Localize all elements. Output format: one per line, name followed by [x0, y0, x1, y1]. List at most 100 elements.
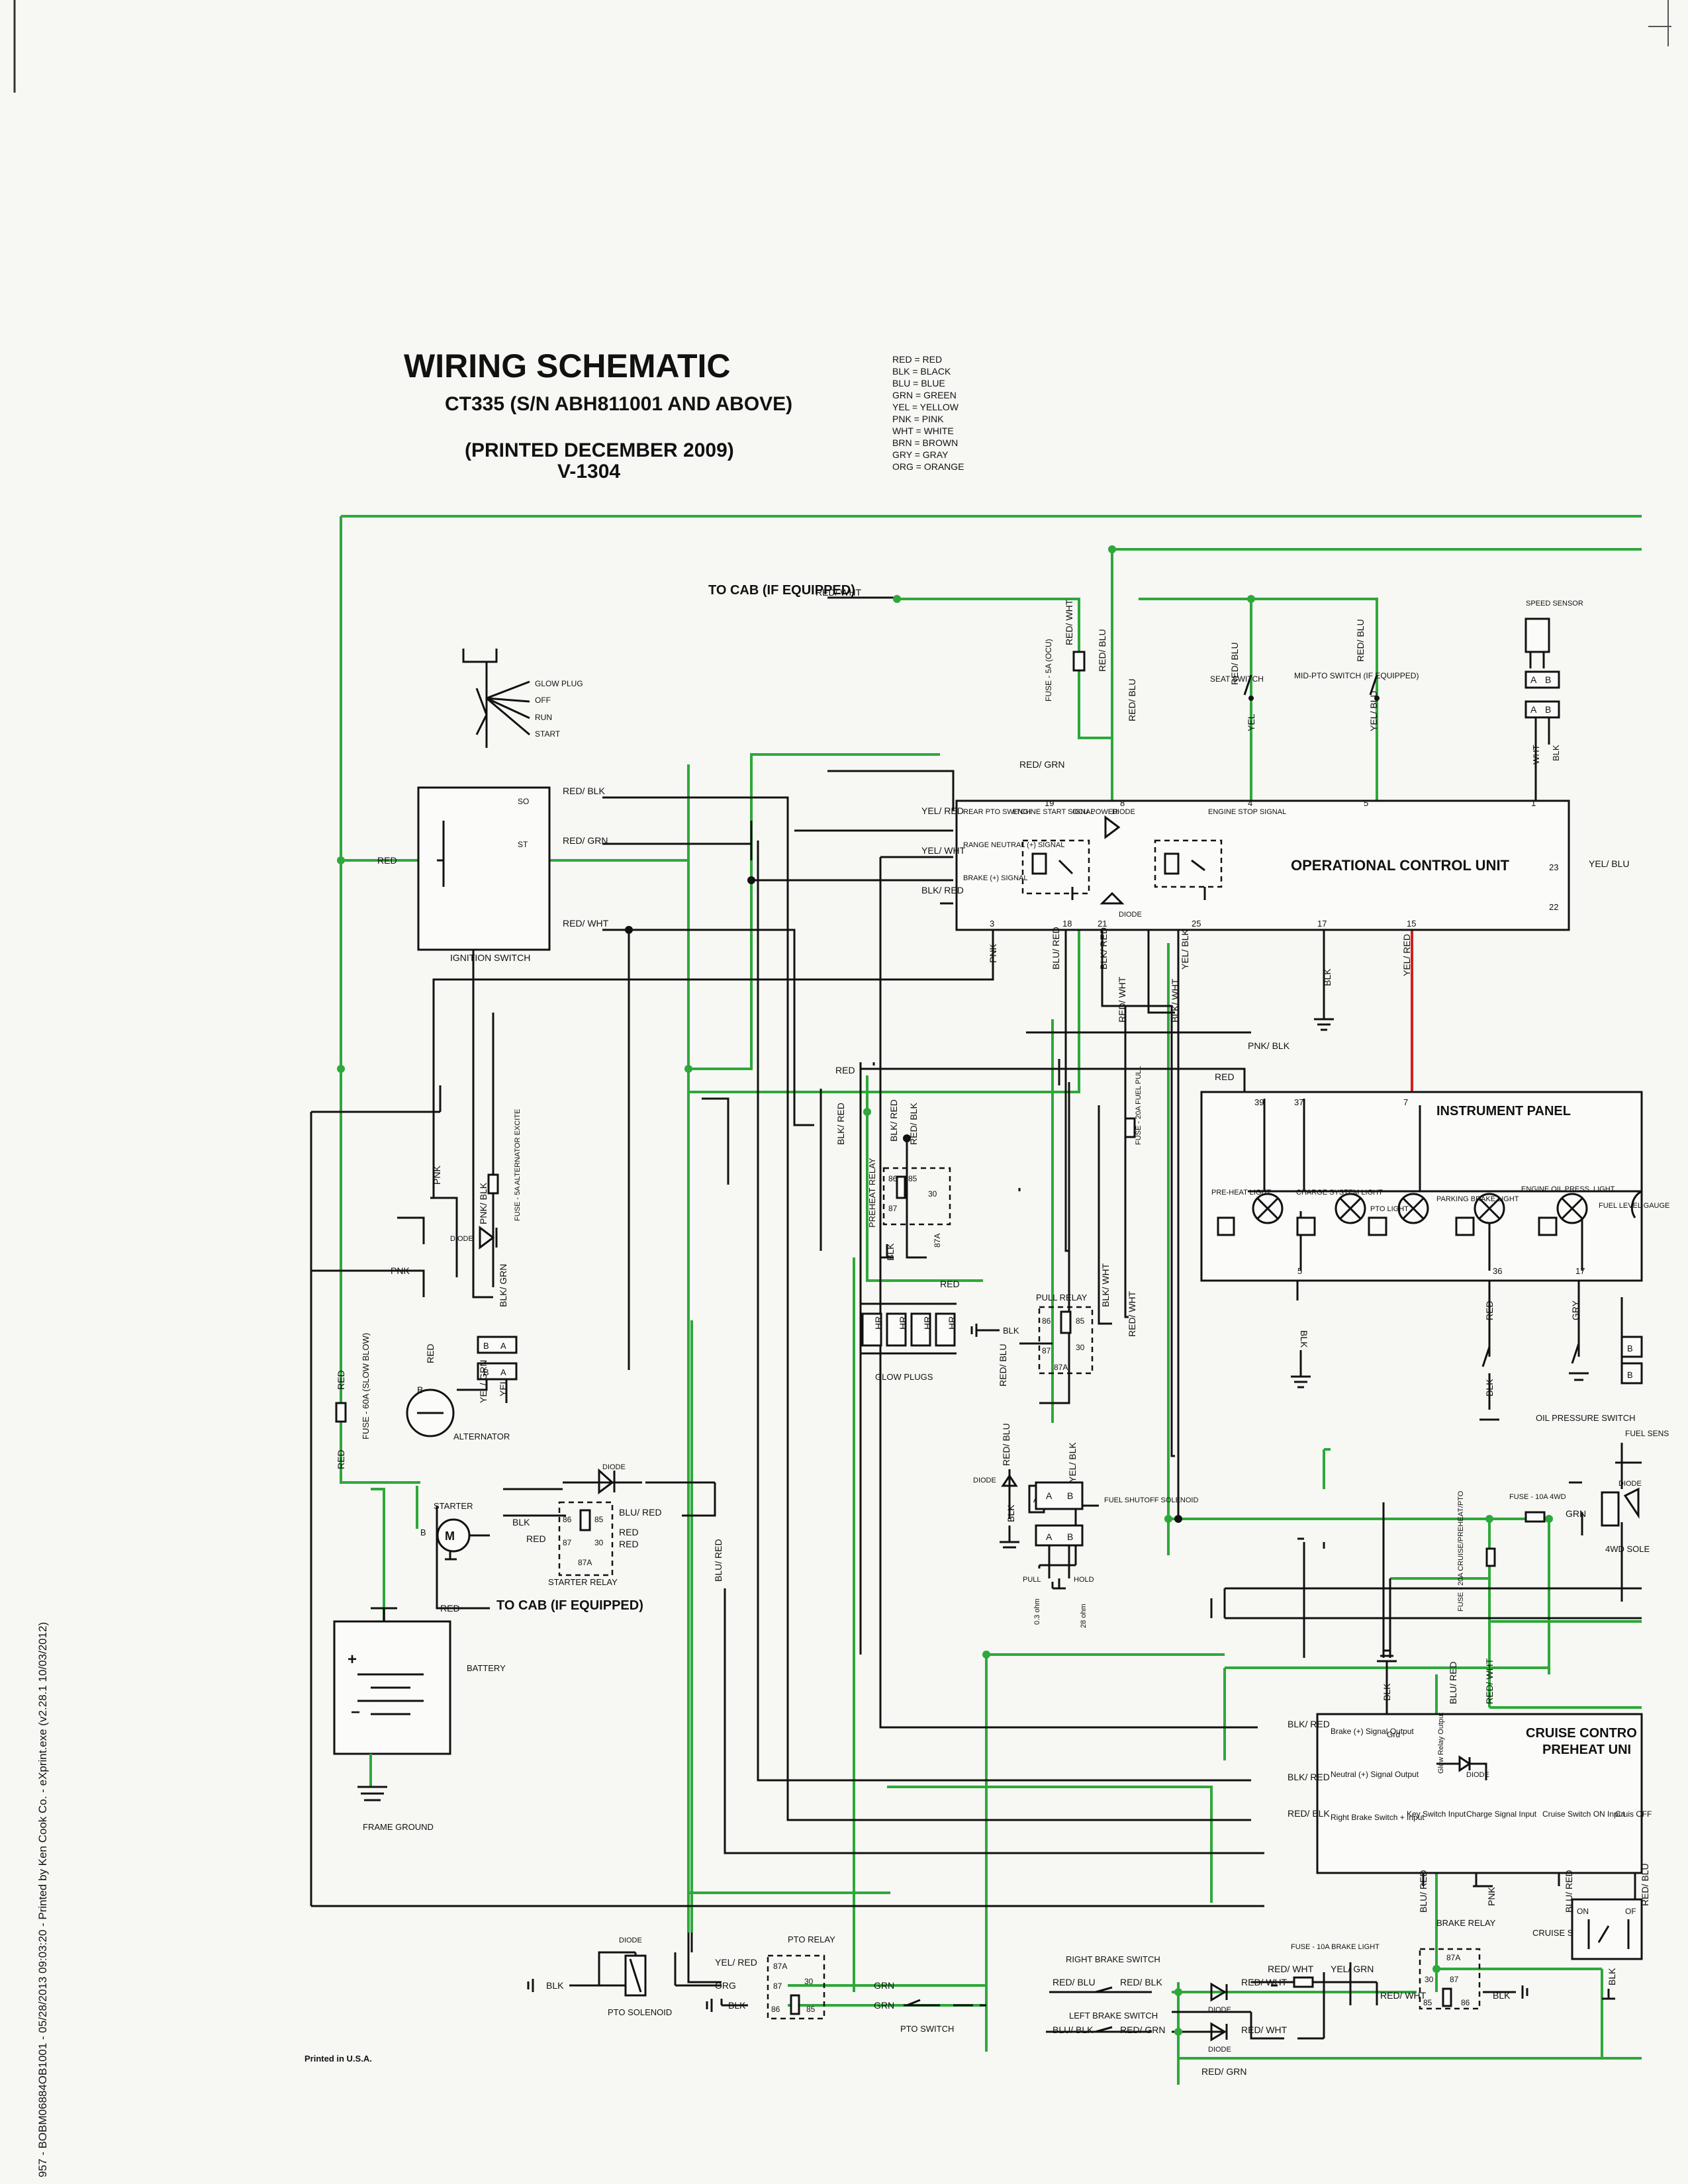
diode-label: DIODE	[1119, 911, 1142, 919]
wire-label: ORG	[715, 1980, 736, 1991]
wire-label: RED/ WHT	[1268, 1964, 1314, 1974]
legend-entry: RED = RED	[892, 354, 942, 365]
wire-label: BLK	[1551, 745, 1561, 761]
seat-switch-label: SEAT SWITCH	[1210, 674, 1264, 684]
wire-label: RED/ WHT	[563, 918, 609, 929]
relay-pin: 87A	[1446, 1953, 1460, 1962]
wire-label: YEL/ GRN	[1331, 1964, 1374, 1974]
pin-b: B	[1627, 1370, 1633, 1380]
wire-label: PNK/ BLK	[478, 1182, 489, 1224]
relay-pin: 87	[563, 1538, 572, 1547]
wire-label: BLK	[1299, 1330, 1309, 1348]
alt-terminal-b: B	[417, 1385, 423, 1395]
preheat-relay-label: PREHEAT RELAY	[867, 1158, 877, 1228]
diode-label: DIODE	[450, 1235, 473, 1243]
wire-label: BLU/ RED	[1418, 1870, 1429, 1913]
wire-label: GRN	[874, 2000, 894, 2011]
pin-a: A	[1046, 1531, 1053, 1542]
wire-label: RED	[336, 1449, 346, 1469]
cruise-control-unit: CRUISE CONTRO PREHEAT UNI Brake (+) Sign…	[1288, 1649, 1652, 1913]
ocu-pin: 19	[1045, 798, 1054, 808]
legend-entry: GRY = GRAY	[892, 449, 949, 460]
to-cab-top: TO CAB (IF EQUIPPED) RED/ WHT FUSE - 5A …	[708, 583, 1137, 721]
relay-pin: 85	[1423, 1998, 1432, 2007]
wire-label: YEL/ BLU	[1368, 691, 1379, 731]
wire-label: WHT	[1531, 745, 1541, 764]
cruise-grd: Grd	[1387, 1730, 1400, 1739]
relay-pin: 87A	[1054, 1363, 1068, 1372]
relay-pin: 87	[888, 1204, 898, 1213]
brake-relay-label: BRAKE RELAY	[1436, 1918, 1496, 1928]
fuse-label: FUSE - 60A (SLOW BLOW)	[361, 1333, 371, 1439]
pin-a: A	[1530, 704, 1537, 715]
frame-ground-label: FRAME GROUND	[363, 1822, 434, 1832]
speed-sensor: SPEED SENSOR A B A B WHT BLK	[1524, 600, 1583, 801]
wire-label: RED/ BLU	[1127, 678, 1137, 721]
wire-label: RED/ BLU	[1229, 642, 1240, 685]
wire-label: YEL/ WHT	[921, 845, 966, 856]
pto-relay-label: PTO RELAY	[788, 1934, 835, 1944]
cruise-off-label: OF	[1625, 1907, 1636, 1916]
battery: + − BATTERY FRAME GROUND	[333, 1620, 506, 1832]
lamp-label: PTO LIGHT	[1370, 1205, 1409, 1213]
ocu-pin: 5	[1364, 798, 1368, 808]
position-label: START	[535, 729, 561, 739]
relay-pin: 86	[563, 1515, 572, 1524]
wire-label: RED	[619, 1539, 639, 1549]
relay-pin: 30	[594, 1538, 604, 1547]
cruise-glow-output: Glow Relay Output	[1437, 1713, 1445, 1774]
wire-label: RED/ BLU	[998, 1343, 1008, 1387]
legend-entry: BLU = BLUE	[892, 378, 945, 388]
wire-label: RED	[336, 1370, 346, 1390]
fuse-label: FUSE - 5A ALTERNATOR EXCITE	[514, 1109, 522, 1221]
wire-junctions	[337, 545, 1553, 2036]
wire-label: BLK	[1493, 1990, 1511, 2001]
lamp-label: PARKING BRAKE LIGHT	[1436, 1195, 1519, 1203]
relay-pin: 86	[888, 1174, 898, 1183]
legend-entry: WHT = WHITE	[892, 426, 954, 436]
wire-label: PNK/ BLK	[1248, 1040, 1290, 1051]
wire-label: RED	[425, 1343, 436, 1363]
ip-pin: 7	[1403, 1097, 1408, 1107]
wire-label: BLU/ RED	[1448, 1661, 1458, 1704]
cruise-charge-input: Charge Signal Input	[1466, 1809, 1537, 1819]
fuel-gauge-icon	[1630, 1190, 1642, 1218]
resistance-label: 0.3 ohm	[1033, 1598, 1041, 1625]
instrument-panel: INSTRUMENT PANEL 39 37 7 5 36 17 PRE-HEA…	[1200, 1091, 1669, 1282]
wire-label: RED	[619, 1527, 639, 1537]
diode-label: DIODE	[619, 1936, 642, 1944]
cruise-unit-label: CRUISE CONTRO	[1526, 1726, 1637, 1741]
wire-label: BLU/ RED	[1051, 927, 1061, 970]
wire-label: PNK	[988, 944, 998, 963]
wire-label: RED/ WHT	[1117, 976, 1127, 1023]
ocu-pin: 17	[1317, 919, 1327, 929]
wire-label: RED/ BLU	[1640, 1863, 1650, 1906]
fuse-label: FUSE - 20A FUEL PULL	[1135, 1066, 1143, 1145]
left-brake-label: LEFT BRAKE SWITCH	[1069, 2011, 1158, 2021]
wire-label: RED/ BLU	[1355, 619, 1366, 662]
ip-pin: 17	[1575, 1266, 1585, 1276]
legend-entry: ORG = ORANGE	[892, 461, 964, 472]
ocu-label: OPERATIONAL CONTROL UNIT	[1291, 857, 1510, 874]
diode-label: DIODE	[973, 1477, 996, 1484]
cruise-on-label: ON	[1577, 1907, 1589, 1916]
position-label: RUN	[535, 713, 552, 722]
preheat-relay: BLK/ RED BLK/ RED RED/ BLK PREHEAT RELAY…	[835, 1099, 960, 1289]
operational-control-unit: OPERATIONAL CONTROL UNIT REAR PTO SWITCH…	[921, 759, 1629, 1031]
wire-label: RED/ GRN	[1201, 2066, 1246, 2077]
relay-pin: 87A	[773, 1962, 787, 1971]
relay-pin: 30	[1076, 1343, 1085, 1352]
wire-label: RED/ WHT	[1064, 599, 1074, 645]
relay-pin: 87A	[578, 1558, 592, 1567]
hold-label: HOLD	[1074, 1576, 1094, 1584]
wire-label: BLK/ RED	[1098, 927, 1109, 970]
wire-label: YEL/ RED	[921, 805, 964, 816]
pto-solenoid-label: PTO SOLENOID	[608, 2007, 672, 2017]
wire-label: YEL/ BLK	[1180, 929, 1190, 970]
instrument-panel-label: INSTRUMENT PANEL	[1436, 1104, 1571, 1118]
ocu-pin: 21	[1098, 919, 1107, 929]
wire-label: RED/ GRN	[1120, 2025, 1165, 2035]
relay-pin: 30	[804, 1977, 814, 1986]
title-block: WIRING SCHEMATIC CT335 (S/N ABH811001 AN…	[404, 347, 792, 482]
